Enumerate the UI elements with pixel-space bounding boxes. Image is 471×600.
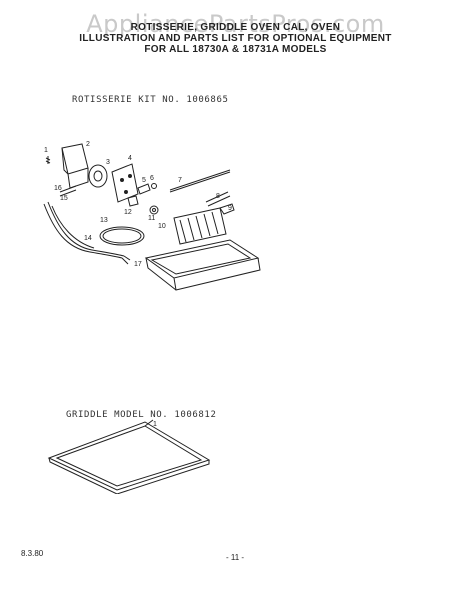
callout-10: 10 <box>158 223 166 230</box>
page-title: ROTISSERIE, GRIDDLE OVEN CAL, OVEN ILLUS… <box>0 22 471 55</box>
callout-1: 1 <box>44 147 48 154</box>
callout-12: 12 <box>124 209 132 216</box>
title-line-3: FOR ALL 18730A & 18731A MODELS <box>144 44 327 55</box>
callout-15: 15 <box>60 195 68 202</box>
rotisserie-diagram: 1 2 3 4 5 6 7 8 9 10 11 12 13 14 15 16 1… <box>43 141 261 291</box>
callout-16: 16 <box>54 185 62 192</box>
callout-13: 13 <box>100 217 108 224</box>
callout-5: 5 <box>142 177 146 184</box>
callout-11: 11 <box>148 215 155 222</box>
griddle-diagram: 1 <box>47 419 211 494</box>
griddle-callout-1: 1 <box>153 421 157 428</box>
page-number: - 11 - <box>226 553 245 562</box>
callout-8: 8 <box>216 193 220 200</box>
watermark: AppliancePartsPros.com <box>86 10 385 38</box>
callout-7: 7 <box>178 177 182 184</box>
rotisserie-kit-label: ROTISSERIE KIT NO. 1006865 <box>72 95 229 105</box>
callout-17: 17 <box>134 261 142 268</box>
callout-14: 14 <box>84 235 92 242</box>
callout-2: 2 <box>86 141 90 148</box>
callout-4: 4 <box>128 155 132 162</box>
title-line-2: ILLUSTRATION AND PARTS LIST FOR OPTIONAL… <box>79 33 392 44</box>
callout-3: 3 <box>106 159 110 166</box>
griddle-model-label: GRIDDLE MODEL NO. 1006812 <box>66 410 217 420</box>
callout-6: 6 <box>150 175 154 182</box>
title-line-1: ROTISSERIE, GRIDDLE OVEN CAL, OVEN <box>130 22 341 33</box>
footer-date: 8.3.80 <box>21 549 44 558</box>
rotisserie-callouts: 1 2 3 4 5 6 7 8 9 10 11 12 13 14 15 16 1… <box>44 141 232 268</box>
callout-9: 9 <box>228 205 232 212</box>
